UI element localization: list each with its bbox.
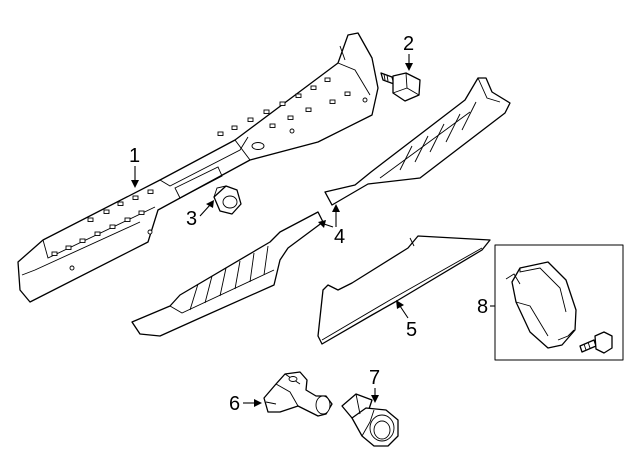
park-module — [494, 244, 624, 361]
callout-2: 2 — [403, 33, 414, 71]
callout-5-label: 5 — [406, 319, 417, 341]
nut — [213, 185, 242, 215]
callout-8: 8 — [477, 296, 495, 318]
callout-1: 1 — [129, 145, 140, 188]
callout-2-label: 2 — [403, 33, 414, 55]
callout-8-label: 8 — [477, 296, 488, 318]
sensor-retainer — [341, 393, 399, 447]
callout-4: 4 — [318, 204, 345, 248]
lower-trim — [317, 235, 491, 345]
callout-5: 5 — [396, 300, 417, 341]
callout-6-label: 6 — [229, 393, 240, 415]
callout-7: 7 — [369, 367, 380, 403]
callout-3: 3 — [186, 200, 214, 230]
park-sensor — [263, 371, 333, 417]
step-pad-upper — [324, 77, 511, 206]
bolt — [380, 72, 421, 102]
step-pad-lower — [131, 211, 324, 337]
rear-bumper — [17, 32, 379, 303]
callout-7-label: 7 — [369, 367, 380, 389]
callout-3-label: 3 — [186, 208, 197, 230]
callout-1-label: 1 — [129, 145, 140, 167]
callout-4-label: 4 — [334, 226, 345, 248]
callout-6: 6 — [229, 393, 262, 415]
